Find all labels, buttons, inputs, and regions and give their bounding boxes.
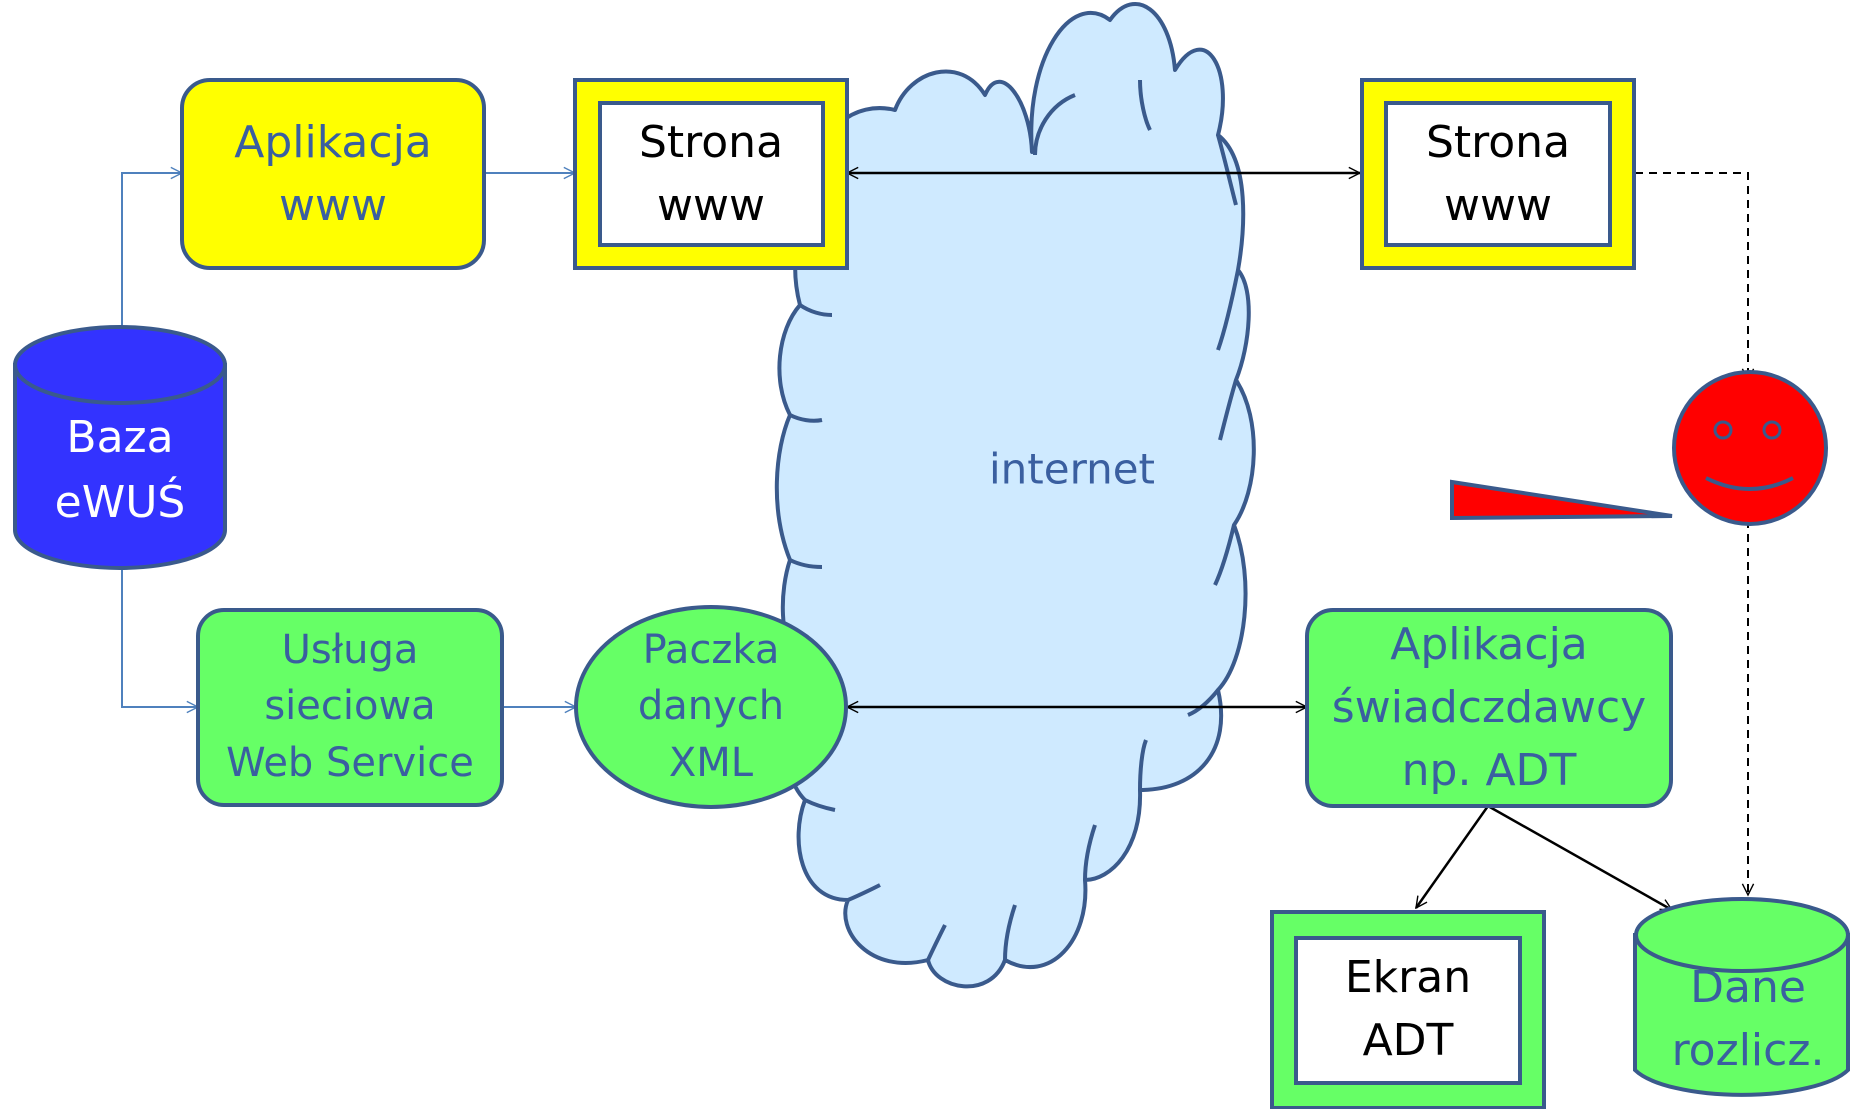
paczka-line2: danych bbox=[638, 683, 784, 729]
baza-label-line1: Baza bbox=[66, 412, 173, 463]
aplikacja-swiadczdawcy-box: Aplikacja świadczdawcy np. ADT bbox=[1305, 608, 1673, 808]
baza-ewus-database: Baza eWUŚ bbox=[13, 325, 227, 570]
face-smile bbox=[1705, 476, 1794, 491]
face-circle bbox=[1672, 370, 1828, 526]
strona-right-line1: Strona bbox=[1426, 117, 1570, 168]
dane-cylinder-top bbox=[1634, 897, 1850, 973]
wedge-polygon bbox=[1450, 479, 1673, 521]
paczka-line3: XML bbox=[669, 740, 754, 786]
ekran-line1: Ekran bbox=[1345, 952, 1471, 1003]
internet-label: internet bbox=[989, 445, 1155, 494]
ekran-inner bbox=[1294, 936, 1522, 1085]
smiley-face-icon bbox=[1672, 370, 1828, 526]
aplikacja-swiad-shape bbox=[1305, 608, 1673, 808]
aplikacja-swiad-line1: Aplikacja bbox=[1390, 619, 1588, 670]
strona-left-line2: www bbox=[657, 180, 765, 231]
usluga-line3: Web Service bbox=[226, 740, 474, 786]
paczka-line1: Paczka bbox=[643, 627, 780, 673]
strona-left-inner bbox=[598, 101, 825, 247]
aplikacja-www-shape bbox=[180, 78, 486, 270]
connectors bbox=[121, 172, 1748, 912]
dane-rozlicz-database: Dane rozlicz. bbox=[1633, 897, 1850, 1097]
dane-line2: rozlicz. bbox=[1672, 1025, 1825, 1076]
ekran-adt-box: Ekran ADT bbox=[1270, 910, 1546, 1109]
paczka-shape bbox=[574, 605, 848, 809]
red-wedge-shape bbox=[1450, 479, 1673, 521]
strona-www-left: Strona www bbox=[573, 78, 849, 270]
baza-cylinder-body bbox=[13, 363, 227, 570]
strona-right-line2: www bbox=[1444, 180, 1552, 231]
ekran-line2: ADT bbox=[1363, 1015, 1454, 1066]
paczka-xml-ellipse: Paczka danych XML bbox=[574, 605, 848, 809]
baza-label-line2: eWUŚ bbox=[55, 475, 186, 528]
link-strona-right-to-user bbox=[1635, 172, 1748, 380]
aplikacja-www-line2: www bbox=[279, 180, 387, 231]
usluga-shape bbox=[196, 608, 504, 807]
strona-left-line1: Strona bbox=[639, 117, 783, 168]
aplikacja-www-box: Aplikacja www bbox=[180, 78, 486, 270]
strona-www-right: Strona www bbox=[1360, 78, 1636, 270]
face-right-eye bbox=[1762, 420, 1782, 440]
aplikacja-swiad-line2: świadczdawcy bbox=[1332, 682, 1646, 733]
aplikacja-swiad-line3: np. ADT bbox=[1402, 745, 1577, 796]
link-aplikacja-to-dane bbox=[1487, 804, 1672, 912]
dane-cylinder-body bbox=[1633, 933, 1850, 1097]
aplikacja-www-line1: Aplikacja bbox=[234, 117, 432, 168]
link-baza-to-usluga bbox=[121, 570, 198, 707]
usluga-line2: sieciowa bbox=[264, 683, 435, 729]
link-baza-to-aplikacja bbox=[121, 173, 182, 330]
strona-right-inner bbox=[1384, 101, 1612, 247]
usluga-sieciowa-box: Usługa sieciowa Web Service bbox=[196, 608, 504, 807]
dane-line1: Dane bbox=[1690, 962, 1806, 1013]
face-left-eye bbox=[1713, 420, 1733, 440]
link-aplikacja-to-ekran bbox=[1414, 805, 1490, 908]
baza-cylinder-top bbox=[13, 325, 227, 405]
usluga-line1: Usługa bbox=[282, 627, 419, 673]
